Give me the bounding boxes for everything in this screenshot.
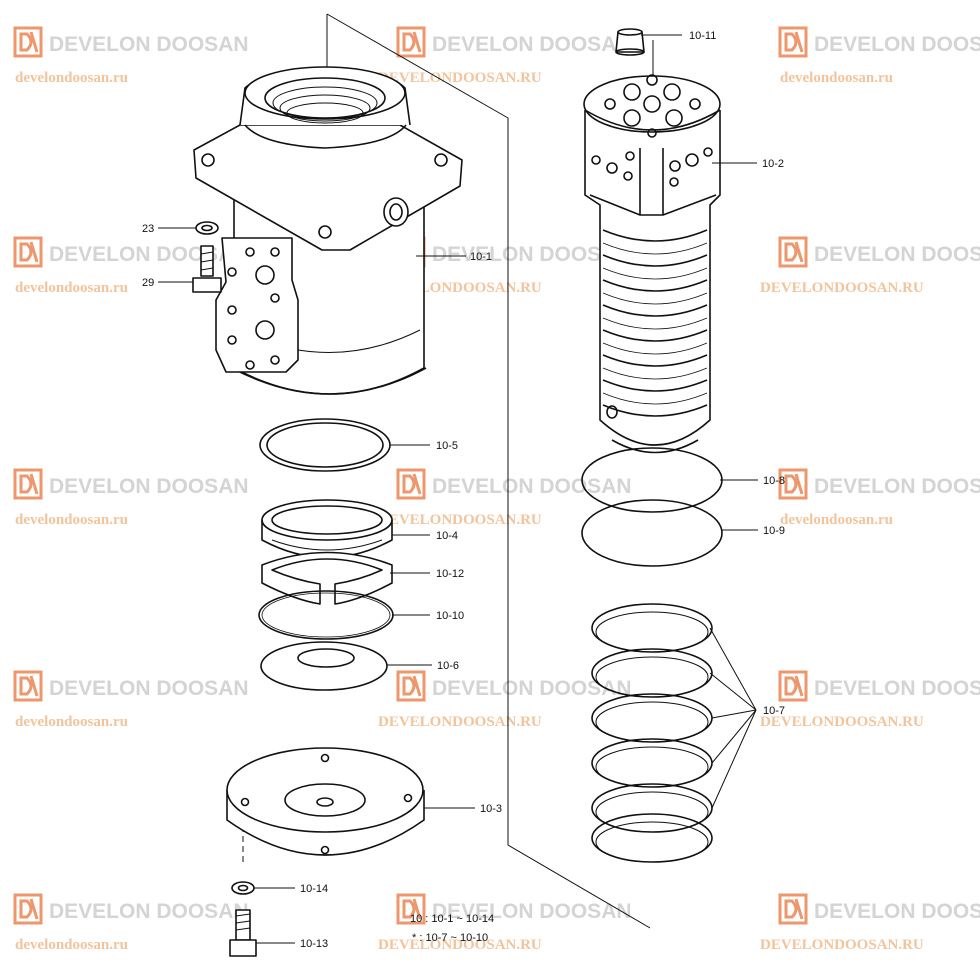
watermark-brand: DEVELON DOOSAN [49,900,249,923]
watermark-url: DEVELONDOOSAN.RU [378,937,542,953]
label-10-12: 10-12 [436,568,464,580]
split-ring-10-12-part [261,551,393,605]
watermark-logo-icon [396,26,426,58]
watermark-url: DEVELONDOOSAN.RU [760,937,924,953]
washer-23-part [195,221,219,235]
watermark-logo-icon [396,893,426,925]
ring-10-4-part [261,499,393,559]
cover-10-3-part [226,747,425,856]
label-10-1: 10-1 [470,251,492,263]
watermark-url: develondoosan.ru [15,714,128,730]
kit-note-line-1: 10 : 10-1 ~ 10-14 [410,913,494,925]
watermark-url: DEVELONDOOSAN.RU [760,714,924,730]
watermark: DEVELON DOOSAN develondoosan.ru [13,26,249,86]
watermark: DEVELON DOOSAN DEVELONDOOSAN.RU [760,236,980,296]
label-10-2: 10-2 [762,158,784,170]
watermark: DEVELON DOOSAN DEVELONDOOSAN.RU [760,893,980,953]
watermark-logo-icon [778,670,808,702]
watermark: DEVELON DOOSAN DEVELONDOOSAN.RU [760,670,980,730]
watermark-brand: DEVELON DOOSAN [814,475,980,498]
leader-lines [158,34,758,944]
center-joint-part [583,74,721,454]
watermark-url: DEVELONDOOSAN.RU [378,70,542,86]
label-10-4: 10-4 [436,530,458,542]
watermark: DEVELON DOOSAN develondoosan.ru [778,26,980,86]
watermark-logo-icon [778,468,808,500]
label-10-14: 10-14 [300,883,328,895]
watermark: DEVELON DOOSAN DEVELONDOOSAN.RU [378,670,632,730]
watermark-url: DEVELONDOOSAN.RU [378,512,542,528]
watermark-brand: DEVELON DOOSAN [814,900,980,923]
o-ring-10-10-part [258,590,394,640]
watermark-brand: DEVELON DOOSAN [432,243,632,266]
label-10-5: 10-5 [436,440,458,452]
watermark-logo-icon [778,26,808,58]
watermark-logo-icon [13,670,43,702]
watermark-brand: DEVELON DOOSAN [432,677,632,700]
label-10-13: 10-13 [300,938,328,950]
watermark-url: develondoosan.ru [780,70,893,86]
kit-note-line-2: * : 10-7 ~ 10-10 [412,932,488,944]
label-10-10: 10-10 [436,610,464,622]
watermark-brand: DEVELON DOOSAN [49,33,249,56]
watermark-brand: DEVELON DOOSAN [49,243,249,266]
watermark-brand: DEVELON DOOSAN [49,677,249,700]
watermark: DEVELON DOOSAN develondoosan.ru [13,893,249,953]
watermark-brand: DEVELON DOOSAN [814,33,980,56]
part-labels: 10-11 10-2 10-1 23 29 10-5 10-4 10-12 10… [142,30,785,950]
watermark-url: develondoosan.ru [15,937,128,953]
watermark-url: DEVELONDOOSAN.RU [760,280,924,296]
watermark-brand: DEVELON DOOSAN [49,475,249,498]
watermark-brand: DEVELON DOOSAN [432,475,632,498]
watermark: DEVELON DOOSAN DEVELONDOOSAN.RU [378,893,632,953]
watermark-url: develondoosan.ru [780,512,893,528]
swivel-housing-part [193,66,463,395]
label-10-9: 10-9 [763,525,785,537]
watermark: DEVELON DOOSAN develondoosan.ru [13,468,249,528]
label-10-3: 10-3 [480,803,502,815]
bolt-29-part [192,245,222,293]
watermark-logo-icon [13,26,43,58]
watermark-logo-icon [13,236,43,268]
washer-10-14-part [231,881,255,895]
watermark-url: develondoosan.ru [15,280,128,296]
watermark-logo-icon [778,893,808,925]
label-10-8: 10-8 [763,475,785,487]
watermark-brand: DEVELON DOOSAN [432,900,632,923]
watermark: DEVELON DOOSAN develondoosan.ru [13,670,249,730]
label-10-7: 10-7 [763,705,785,717]
seal-rings-10-7-part [591,603,713,863]
watermark-brand: DEVELON DOOSAN [432,33,632,56]
label-10-6: 10-6 [437,660,459,672]
o-ring-10-9-part [581,499,723,567]
watermark: DEVELON DOOSAN DEVELONDOOSAN.RU [378,468,632,528]
watermark-logo-icon [396,468,426,500]
watermark: DEVELON DOOSAN develondoosan.ru [13,236,249,296]
watermark-url: develondoosan.ru [15,70,128,86]
watermark-url: DEVELONDOOSAN.RU [378,714,542,730]
watermark-logo-icon [396,670,426,702]
plug-part [615,28,645,56]
watermark-brand: DEVELON DOOSAN [814,243,980,266]
watermark: DEVELON DOOSAN DEVELONDOOSAN.RU [378,26,632,86]
label-29: 29 [142,277,154,289]
bolt-10-13-part [229,909,257,957]
label-10-11: 10-11 [689,30,716,42]
kit-notes: 10 : 10-1 ~ 10-14 * : 10-7 ~ 10-10 [410,913,494,944]
watermark-brand: DEVELON DOOSAN [814,677,980,700]
watermark-logo-icon [778,236,808,268]
label-23: 23 [142,223,154,235]
ring-10-6-part [260,641,388,691]
watermark: DEVELON DOOSAN develondoosan.ru [778,468,980,528]
watermark-url: develondoosan.ru [15,512,128,528]
watermark-logo-icon [13,468,43,500]
ring-10-5-part [259,418,391,472]
watermark-logo-icon [13,893,43,925]
